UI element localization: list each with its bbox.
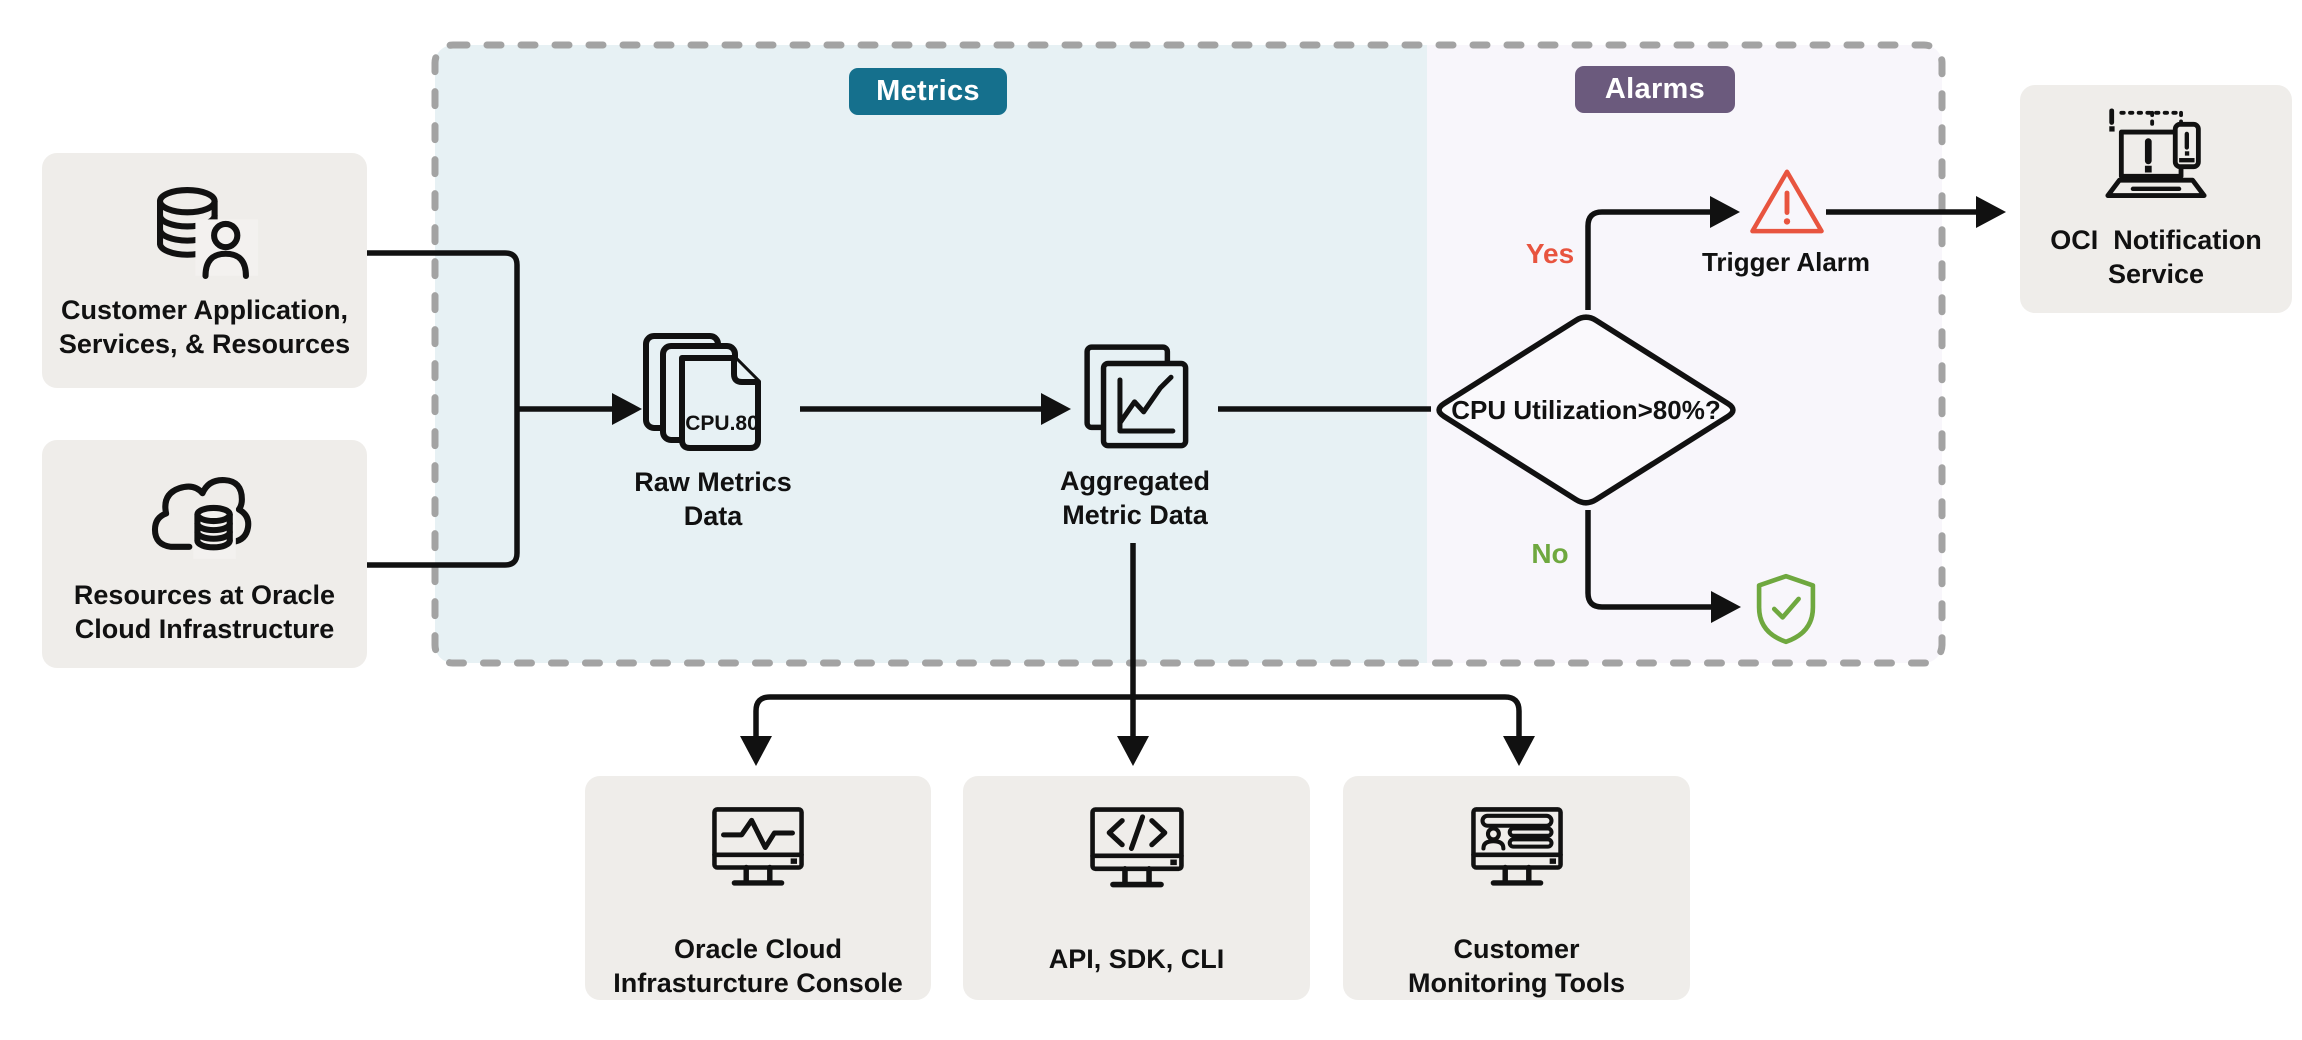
monitor-code-icon — [1089, 807, 1184, 888]
stacked-documents-icon: CPU.80 — [643, 333, 761, 451]
yes-branch-line — [1585, 209, 1710, 310]
metrics-badge: Metrics — [849, 68, 1007, 115]
merge-bracket-line — [367, 250, 520, 568]
alarms-section-background — [1427, 45, 1942, 663]
monitor-pulse-icon — [712, 807, 804, 886]
aggregated-label: Aggregated Metric Data — [1059, 466, 1211, 531]
chart-documents-icon — [1084, 344, 1189, 449]
warning-triangle-icon — [1748, 164, 1826, 243]
metrics-badge-label: Metrics — [876, 75, 980, 107]
raw-metrics-file-text: CPU.80 — [685, 412, 759, 435]
cloud-database-icon — [151, 477, 251, 559]
alarms-badge: Alarms — [1575, 66, 1735, 113]
alarms-badge-label: Alarms — [1604, 73, 1706, 105]
shield-check-icon — [1754, 572, 1818, 651]
console-label: Oracle Cloud Infrasturcture Console — [613, 933, 903, 998]
api-label: API, SDK, CLI — [1048, 944, 1225, 974]
branch-to-tools — [1133, 694, 1522, 736]
laptop-alert-icon — [2105, 108, 2207, 198]
node-raw-metrics: CPU.80 Raw Metrics Data — [598, 330, 828, 533]
notification-label: OCI Notification Service — [2050, 225, 2262, 290]
trigger-alarm-label: Trigger Alarm — [1701, 247, 1871, 277]
branch-to-console — [753, 694, 1133, 736]
no-branch-label: No — [1531, 538, 1569, 569]
customer-apps-label: Customer Application, Services, & Resour… — [58, 295, 351, 360]
database-user-icon — [156, 187, 258, 279]
node-customer-apps: Customer Application, Services, & Resour… — [42, 153, 367, 388]
node-monitoring-tools: Customer Monitoring Tools — [1343, 776, 1690, 1000]
raw-metrics-label: Raw Metrics Data — [634, 467, 792, 532]
node-notification: OCI Notification Service — [2020, 85, 2292, 313]
node-api: API, SDK, CLI — [963, 776, 1310, 1000]
metrics-alarms-container — [435, 45, 1942, 663]
node-oci-resources: Resources at Oracle Cloud Infrastructure — [42, 440, 367, 668]
decision-label: CPU Utilization>80%? — [1451, 394, 1721, 425]
monitoring-tools-label: Customer Monitoring Tools — [1408, 933, 1625, 998]
no-branch-line — [1585, 510, 1711, 610]
oci-resources-label: Resources at Oracle Cloud Infrastructure — [73, 580, 336, 645]
node-decision: CPU Utilization>80%? — [1430, 310, 1742, 510]
decision-diamond-shape — [1436, 314, 1736, 506]
metrics-section-background — [435, 45, 1427, 663]
yes-branch-label: Yes — [1525, 238, 1575, 269]
node-console: Oracle Cloud Infrasturcture Console — [585, 776, 931, 1000]
monitor-profile-icon — [1470, 807, 1563, 886]
node-aggregated: Aggregated Metric Data — [1020, 338, 1250, 532]
